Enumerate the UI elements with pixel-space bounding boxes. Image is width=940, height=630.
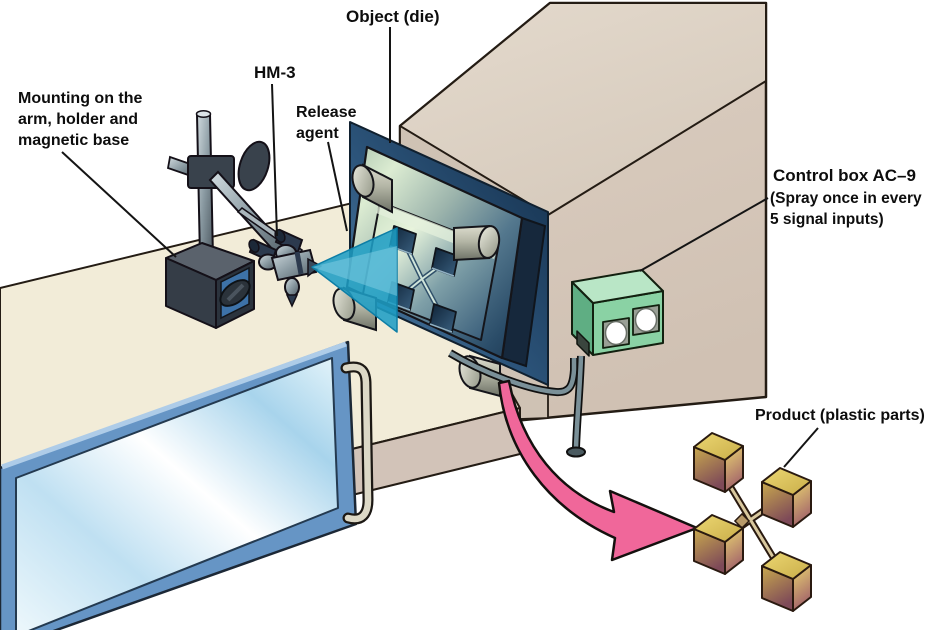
spray-nozzle-hm3 [248, 228, 323, 308]
clamp-knob-disc [237, 140, 271, 192]
runner-center-knot [733, 512, 751, 530]
control-box [571, 269, 664, 357]
nozzle-body-band [294, 251, 304, 275]
leader-release-agent [327, 141, 348, 232]
label-mounting-2: arm, holder and [18, 111, 138, 128]
label-product: Product (plastic parts) [755, 407, 925, 424]
cable-drop [573, 355, 584, 449]
control-display-window [576, 330, 590, 357]
door-glass [15, 357, 339, 630]
dial-2 [634, 307, 658, 333]
label-hm3: HM-3 [254, 63, 296, 82]
product-cubes [693, 432, 812, 612]
glass-door [0, 340, 374, 630]
cables [447, 349, 586, 458]
label-control-3: 5 signal inputs) [770, 211, 884, 228]
label-control-2: (Spray once in every [770, 190, 922, 207]
spray-cone [311, 227, 398, 333]
cable-die [448, 351, 577, 395]
control-box-top-face [571, 269, 664, 304]
leader-product [783, 427, 819, 468]
door-handle [342, 363, 372, 523]
magnetic-base-stand [165, 110, 304, 329]
door-frame-bevel [1, 341, 347, 470]
leader-hm3 [271, 83, 278, 237]
leader-lines [61, 27, 819, 468]
label-mounting-1: Mounting on the [18, 90, 143, 107]
cable-foot [566, 446, 586, 458]
magnet-switch-slot [226, 283, 245, 302]
label-control-1: Control box AC–9 [773, 166, 916, 185]
product-parts [693, 432, 812, 612]
spray-cone-main [311, 227, 398, 333]
label-mounting-3: magnetic base [18, 132, 129, 149]
die-runner-channels [398, 237, 448, 321]
dial-1 [604, 320, 628, 346]
nozzle-lower-tip [285, 294, 299, 308]
label-release-1: Release [296, 104, 357, 121]
leader-control-box [639, 197, 769, 272]
nozzle-barb-cap-1 [248, 239, 260, 253]
leader-mounting [61, 151, 177, 258]
spray-cone-highlight [312, 246, 397, 296]
label-object-die: Object (die) [346, 7, 440, 26]
labels: Object (die) HM-3 Release agent Mounting… [18, 7, 925, 424]
label-release-2: agent [296, 125, 339, 142]
stand-post-cap [195, 110, 212, 118]
nozzle-lower-valve [284, 277, 300, 297]
